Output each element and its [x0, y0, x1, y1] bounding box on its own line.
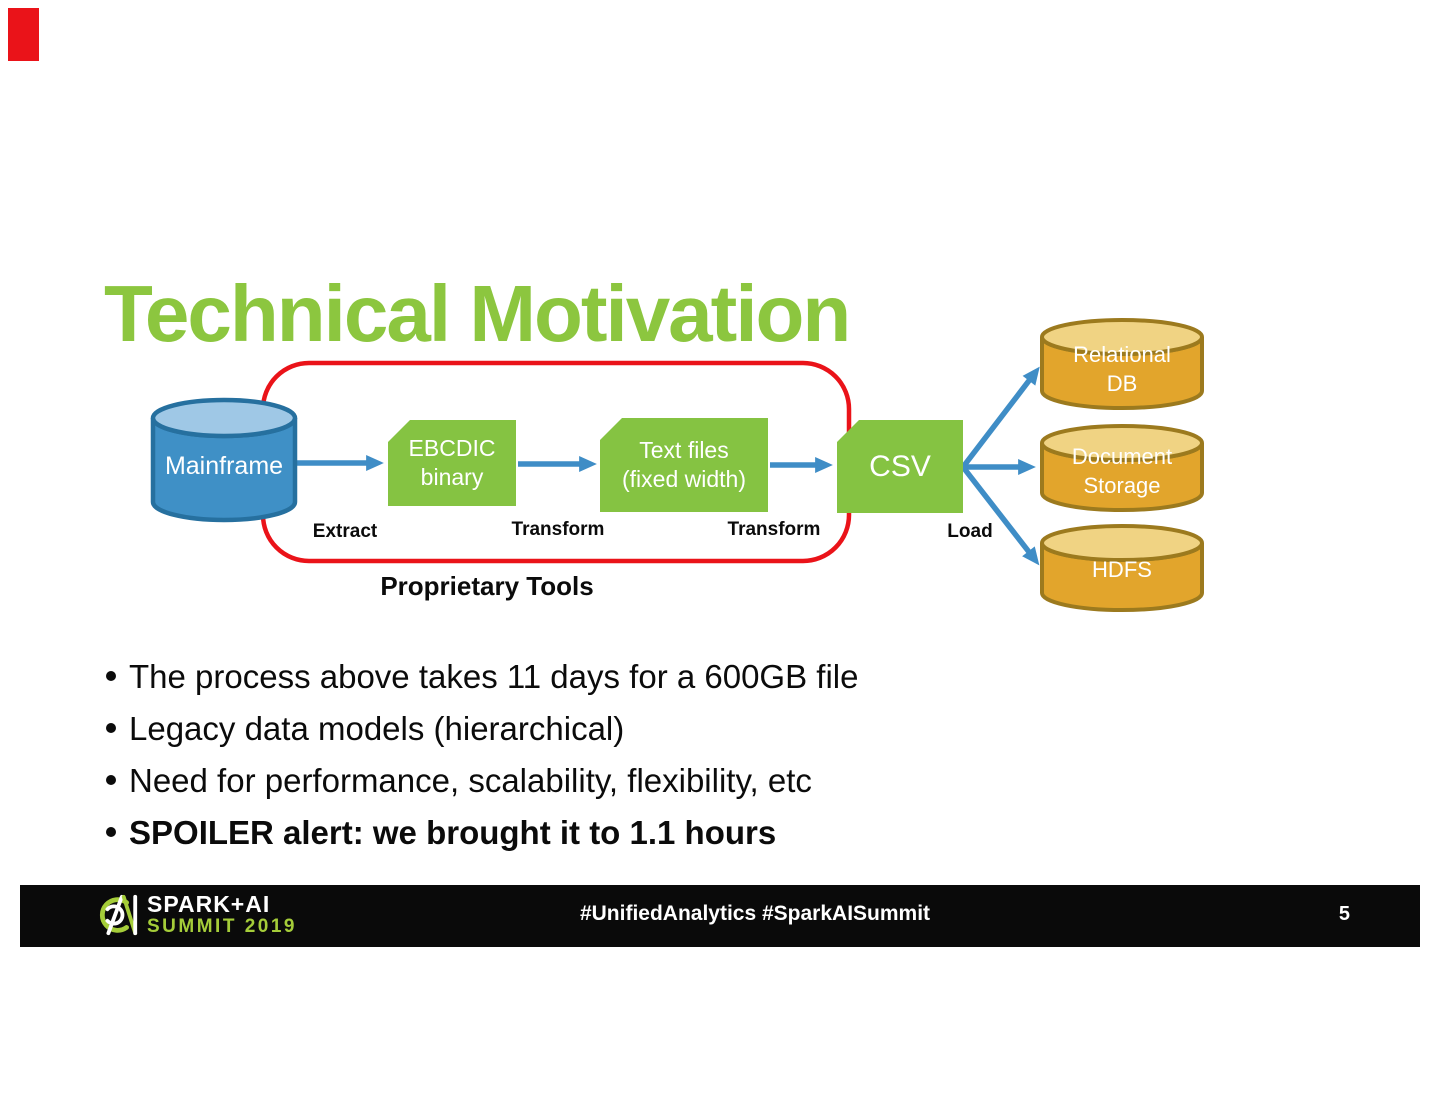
csv-label-text: CSV: [869, 449, 931, 483]
etl-diagram: [150, 318, 1204, 612]
mainframe-label: Mainframe: [153, 452, 295, 481]
document-storage-label: Document Storage: [1042, 442, 1202, 500]
docstore-line1: Document: [1071, 444, 1173, 469]
flow-arrow-load-reldb: [960, 366, 1040, 469]
bullet-list: The process above takes 11 days for a 60…: [106, 651, 1336, 859]
step-label-transform-2: Transform: [727, 519, 821, 540]
mainframe-cylinder: [150, 397, 298, 523]
relational-db-label: Relational DB: [1042, 340, 1202, 398]
ebcdic-label: EBCDIC binary: [388, 420, 516, 506]
stage-box-csv: [837, 420, 963, 513]
bullet-item: Need for performance, scalability, flexi…: [106, 755, 1336, 807]
step-label-transform-1: Transform: [511, 519, 605, 540]
bullet-dot: [106, 671, 116, 681]
bullet-dot: [106, 827, 116, 837]
hdfs-cylinder: [1040, 524, 1204, 612]
red-corner-marker: [8, 8, 39, 61]
spark-ai-monogram-icon: [99, 894, 138, 936]
ebcdic-line1: EBCDIC: [408, 435, 496, 461]
hdfs-label-text: HDFS: [1092, 557, 1152, 582]
docstore-line2: Storage: [1083, 473, 1161, 498]
relational-db-cylinder: [1040, 318, 1204, 410]
logo-title: SPARK+AI: [147, 891, 271, 917]
bullet-item-spoiler: SPOILER alert: we brought it to 1.1 hour…: [106, 807, 1336, 859]
bullet-dot: [106, 723, 116, 733]
stage-box-ebcdic: [388, 420, 516, 506]
page-title: Technical Motivation: [104, 268, 851, 358]
csv-label: CSV: [837, 420, 963, 513]
footer-hashtags: #UnifiedAnalytics #SparkAISummit: [579, 902, 931, 925]
bullet-item: Legacy data models (hierarchical): [106, 703, 1336, 755]
reldb-line2: DB: [1106, 371, 1138, 396]
textfiles-line2: (fixed width): [622, 466, 746, 492]
proprietary-tools-label: Proprietary Tools: [380, 571, 594, 601]
mainframe-label-text: Mainframe: [164, 452, 284, 480]
reldb-line1: Relational: [1073, 342, 1171, 367]
textfiles-label: Text files (fixed width): [600, 418, 768, 512]
bullet-text: The process above takes 11 days for a 60…: [129, 658, 859, 695]
hdfs-label: HDFS: [1042, 550, 1202, 590]
step-label-load: Load: [947, 521, 993, 542]
stage-box-textfiles: [600, 418, 768, 512]
bullet-text: Legacy data models (hierarchical): [129, 710, 625, 747]
bullet-text: Need for performance, scalability, flexi…: [129, 762, 812, 799]
flow-arrow-load-hdfs: [960, 465, 1040, 566]
spark-ai-summit-logo: SPARK+AI SUMMIT 2019: [94, 892, 297, 938]
bullet-text: SPOILER alert: we brought it to 1.1 hour…: [129, 814, 777, 851]
step-label-extract: Extract: [312, 521, 378, 542]
logo-subtitle: SUMMIT 2019: [147, 916, 297, 937]
page-number: 5: [1338, 903, 1350, 925]
textfiles-line1: Text files: [639, 437, 729, 463]
bullet-dot: [106, 775, 116, 785]
bullet-item: The process above takes 11 days for a 60…: [106, 651, 1336, 703]
logo-text: SPARK+AI SUMMIT 2019: [147, 891, 297, 938]
document-storage-cylinder: [1040, 424, 1204, 512]
footer-bar: SPARK+AI SUMMIT 2019 #UnifiedAnalytics #…: [20, 885, 1420, 947]
ebcdic-line2: binary: [420, 464, 484, 490]
